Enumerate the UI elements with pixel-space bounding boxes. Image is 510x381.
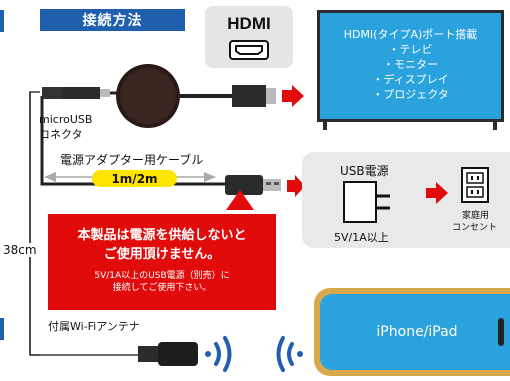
length-38-label: 38cm xyxy=(3,243,37,257)
micro-usb-label-1: microUSB xyxy=(39,113,93,126)
micro-usb-label-2: コネクタ xyxy=(39,128,83,141)
notice-line-1: 本製品は電源を供給しないと xyxy=(77,228,247,243)
tv: HDMI(タイプA)ポート搭載 ・テレビ ・モニター ・ディスプレイ ・プロジェ… xyxy=(317,10,504,130)
tv-item-tv: ・テレビ xyxy=(388,43,433,56)
usb-power-panel: USB電源 5V/1A以上 家庭用 コンセント xyxy=(302,152,510,248)
usb-adapter-icon xyxy=(343,181,390,223)
notice-sub-2: 接続してご使用下さい。 xyxy=(112,283,212,293)
phone-screen: iPhone/iPad xyxy=(320,294,510,370)
wall-outlet-icon xyxy=(461,167,489,203)
tv-title: HDMI(タイプA)ポート搭載 xyxy=(343,28,478,41)
tv-item-monitor: ・モニター xyxy=(383,58,438,71)
hdmi-label: HDMI xyxy=(227,14,271,33)
cable-length-badge: 1m/2m xyxy=(92,170,177,187)
antenna-plug xyxy=(138,346,158,362)
phone-camera-notch xyxy=(498,318,504,346)
notice-pointer-icon xyxy=(226,190,254,210)
left-accent-bottom xyxy=(0,318,4,340)
antenna-body xyxy=(158,342,198,366)
tv-foot-right xyxy=(493,122,497,130)
usb-power-label: USB電源 xyxy=(340,164,389,178)
arrow-to-tv-icon xyxy=(282,85,304,107)
usb-spec-label: 5V/1A以上 xyxy=(334,231,389,244)
arrow-to-outlet-icon xyxy=(426,182,448,204)
hdmi-plug xyxy=(232,85,266,107)
tv-foot-left xyxy=(323,122,327,130)
outlet-label-2: コンセント xyxy=(452,223,498,233)
notice-line-2: ご使用頂けません。 xyxy=(103,247,221,262)
arrow-to-power-icon xyxy=(287,175,305,197)
antenna-label: 付属Wi-Fiアンテナ xyxy=(48,320,140,333)
antenna-graphics xyxy=(30,336,303,372)
section-title: 接続方法 xyxy=(40,9,185,31)
wifi-dongle xyxy=(116,64,180,128)
micro-usb-connector xyxy=(42,87,110,99)
phone-label: iPhone/iPad xyxy=(376,324,458,340)
tv-screen: HDMI(タイプA)ポート搭載 ・テレビ ・モニター ・ディスプレイ ・プロジェ… xyxy=(317,10,504,122)
tv-item-projector: ・プロジェクタ xyxy=(372,88,449,101)
cable-label: 電源アダプター用ケーブル xyxy=(60,153,204,167)
usb-a-plug xyxy=(225,175,281,195)
left-accent-top xyxy=(0,10,4,32)
wifi-receive-icon xyxy=(276,336,303,372)
power-notice: 本製品は電源を供給しないと ご使用頂けません。 5V/1A以上のUSB電源（別売… xyxy=(48,214,276,310)
tv-item-display: ・ディスプレイ xyxy=(372,73,449,86)
wifi-signal-icon xyxy=(205,336,232,372)
iphone: iPhone/iPad xyxy=(314,288,510,381)
notice-sub-1: 5V/1A以上のUSB電源（別売）に xyxy=(94,271,230,281)
outlet-label-1: 家庭用 xyxy=(462,211,490,221)
hdmi-port-icon xyxy=(229,40,269,60)
hdmi-card: HDMI xyxy=(205,6,293,68)
